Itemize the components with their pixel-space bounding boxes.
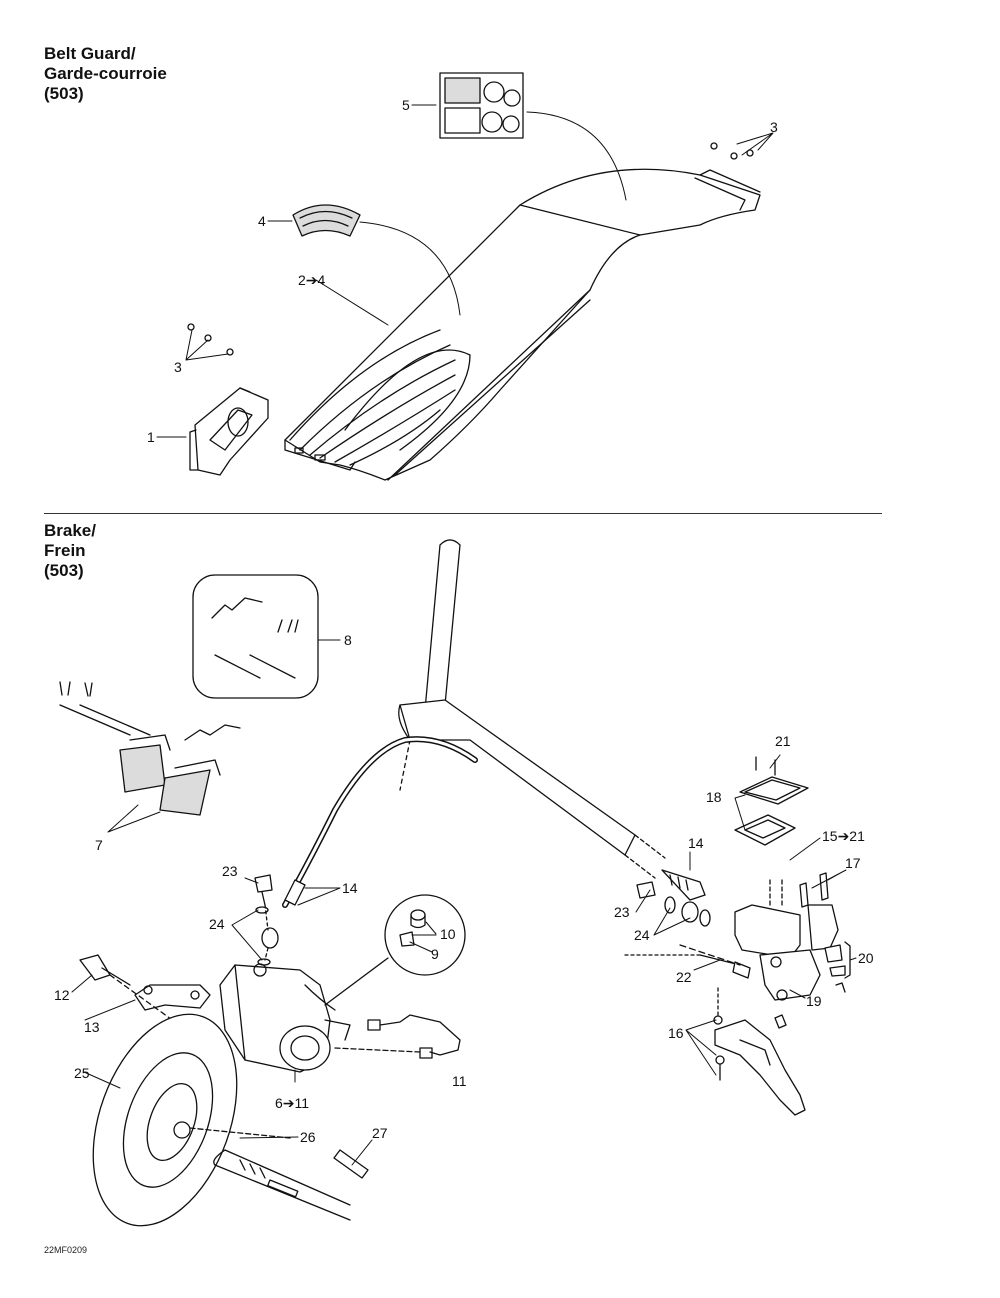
belt-guard-model: (503) — [44, 84, 84, 103]
callout-15: 15➔21 — [822, 828, 865, 844]
callout-1: 1 — [147, 429, 155, 445]
callout-11: 11 — [452, 1073, 467, 1089]
decal-4-part — [292, 204, 361, 237]
caliper-bracket-part — [79, 954, 211, 1041]
handlebar-part — [398, 539, 666, 879]
callout-3-left: 3 — [174, 359, 182, 375]
brake-hose-part — [282, 736, 478, 908]
nuts-3-part — [187, 142, 754, 356]
callout-6: 6➔11 — [275, 1095, 309, 1111]
callout-24-right: 24 — [634, 927, 650, 943]
bracket-part — [189, 387, 269, 476]
callout-labels: 1 2➔4 3 3 4 5 6➔11 7 8 9 10 11 12 13 14 … — [54, 97, 874, 1145]
callout-8: 8 — [344, 632, 352, 648]
small-hardware-part — [774, 872, 851, 1029]
shaft-part — [189, 1127, 369, 1221]
callout-9: 9 — [431, 946, 439, 962]
banjo-left-part — [254, 874, 279, 966]
brake-lever-part — [713, 987, 806, 1116]
decal-5-part — [439, 72, 524, 139]
pad-kit-box — [192, 574, 319, 699]
callout-23-left: 23 — [222, 863, 238, 879]
brake-model: (503) — [44, 561, 84, 580]
brake-pads-part — [59, 681, 241, 816]
callout-17: 17 — [845, 855, 861, 871]
bleeder-inset — [324, 894, 466, 1006]
brake-title-fr: Frein — [44, 541, 86, 560]
callout-24-left: 24 — [209, 916, 225, 932]
callout-25: 25 — [74, 1065, 90, 1081]
banjo-right-part — [636, 869, 711, 927]
section-divider — [44, 513, 882, 514]
callout-19: 19 — [806, 993, 822, 1009]
belt-guard-part — [284, 168, 761, 481]
callout-5: 5 — [402, 97, 410, 113]
caliper-part — [219, 963, 351, 1073]
leaders-top — [156, 104, 774, 438]
callout-12: 12 — [54, 987, 70, 1003]
figure-code: 22MF0209 — [44, 1245, 88, 1255]
callout-22: 22 — [676, 969, 692, 985]
callout-7: 7 — [95, 837, 103, 853]
brake-heading: Brake/ Frein (503) — [44, 521, 96, 581]
brake-line-part — [334, 1014, 461, 1059]
callout-3-right: 3 — [770, 119, 778, 135]
callout-14-left: 14 — [342, 880, 358, 896]
leaders-bottom — [71, 639, 857, 1166]
reservoir-cover-part — [734, 756, 809, 846]
callout-23-right: 23 — [614, 904, 630, 920]
callout-16: 16 — [668, 1025, 684, 1041]
callout-10: 10 — [440, 926, 456, 942]
belt-guard-heading: Belt Guard/ Garde-courroie (503) — [44, 44, 167, 104]
brake-title-en: Brake/ — [44, 521, 96, 540]
callout-2: 2➔4 — [298, 272, 326, 288]
callout-14-right: 14 — [688, 835, 704, 851]
callout-26: 26 — [300, 1129, 316, 1145]
master-cylinder-part — [734, 879, 839, 1001]
belt-guard-title-fr: Garde-courroie — [44, 64, 167, 83]
callout-13: 13 — [84, 1019, 100, 1035]
callout-4: 4 — [258, 213, 266, 229]
callout-20: 20 — [858, 950, 874, 966]
brake-disc-part — [92, 1013, 238, 1227]
belt-guard-title-en: Belt Guard/ — [44, 44, 136, 63]
callout-21: 21 — [775, 733, 791, 749]
callout-27: 27 — [372, 1125, 388, 1141]
callout-18: 18 — [706, 789, 722, 805]
